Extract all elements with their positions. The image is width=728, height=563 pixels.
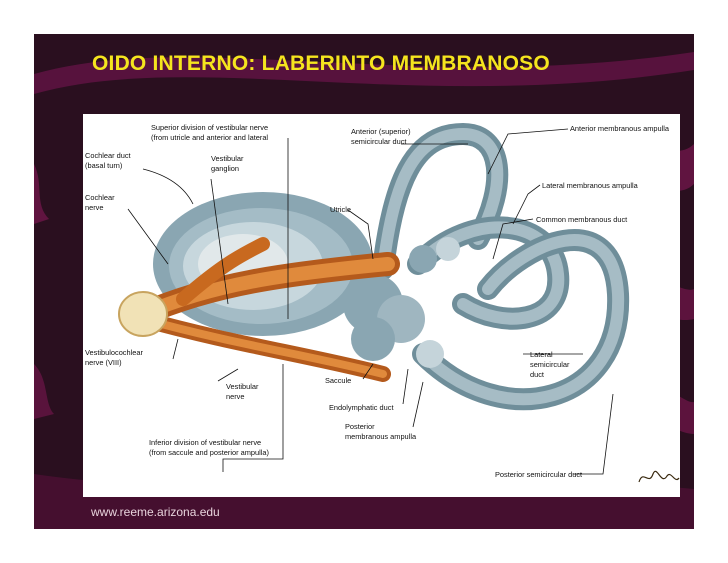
label-posterior-ampulla-line2: membranous ampulla [345, 432, 417, 441]
diagram-panel: Superior division of vestibular nerve (f… [83, 114, 680, 497]
source-url: www.reeme.arizona.edu [91, 505, 220, 519]
nerve-illustration [131, 237, 400, 382]
label-lateral-duct-line3: duct [530, 370, 544, 379]
label-cochlear-duct-line1: Cochlear duct [85, 151, 131, 160]
label-lateral-duct-line2: semicircular [530, 360, 570, 369]
label-vestibular-nerve-line2: nerve [226, 392, 245, 401]
label-lateral-ampulla: Lateral membranous ampulla [542, 181, 639, 190]
inner-ear-diagram: Superior division of vestibular nerve (f… [85, 122, 680, 483]
semicircular-canals-illustration [372, 122, 630, 411]
label-anterior-duct-line1: Anterior (superior) [351, 127, 411, 136]
label-anterior-duct-line2: semicircular duct [351, 137, 406, 146]
label-vestibular-ganglion-line1: Vestibular [211, 154, 244, 163]
label-posterior-ampulla-line1: Posterior [345, 422, 375, 431]
label-endolymphatic-duct: Endolymphatic duct [329, 403, 394, 412]
label-posterior-duct: Posterior semicircular duct [495, 470, 582, 479]
label-cochlear-nerve-line2: nerve [85, 203, 104, 212]
label-cochlear-nerve-line1: Cochlear [85, 193, 115, 202]
label-superior-division-line1: Superior division of vestibular nerve [151, 123, 268, 132]
slide: OIDO INTERNO: LABERINTO MEMBRANOSO [34, 34, 694, 529]
label-lateral-duct-line1: Lateral [530, 350, 553, 359]
label-inferior-division-line1: Inferior division of vestibular nerve [149, 438, 261, 447]
label-vestibular-ganglion-line2: ganglion [211, 164, 239, 173]
vestibule-illustration [343, 237, 460, 368]
leader-lines [127, 128, 614, 475]
label-vestibular-nerve-line1: Vestibular [226, 382, 259, 391]
slide-title: OIDO INTERNO: LABERINTO MEMBRANOSO [92, 52, 550, 75]
label-vestibulocochlear-line1: Vestibulocochlear [85, 348, 143, 357]
label-saccule: Saccule [325, 376, 351, 385]
label-superior-division-line2: (from utricle and anterior and lateral [151, 133, 268, 142]
label-utricle: Utricle [330, 205, 351, 214]
label-inferior-division-line2: (from saccule and posterior ampulla) [149, 448, 269, 457]
nerve-cut-end-illustration [118, 291, 168, 337]
label-anterior-ampulla: Anterior membranous ampulla [570, 124, 670, 133]
label-common-duct: Common membranous duct [536, 215, 627, 224]
label-cochlear-duct-line2: (basal turn) [85, 161, 122, 170]
label-vestibulocochlear-line2: nerve (VIII) [85, 358, 122, 367]
artist-signature [638, 470, 680, 483]
